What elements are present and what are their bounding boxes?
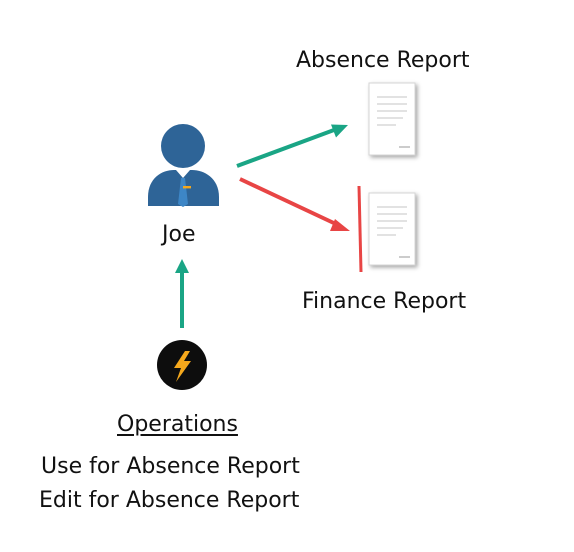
blocked-bar	[357, 185, 363, 273]
operation-item: Edit for Absence Report	[39, 488, 300, 513]
lightning-icon	[157, 340, 207, 390]
operations-heading: Operations	[117, 412, 238, 437]
allowed-arrow-up-to-joe	[175, 259, 189, 328]
finance-report-document-icon	[368, 192, 416, 266]
person-name: Joe	[162, 222, 196, 247]
operation-item: Use for Absence Report	[41, 454, 300, 479]
absence-report-document-icon	[368, 82, 416, 156]
finance-report-title: Finance Report	[302, 289, 467, 314]
user-icon	[148, 124, 219, 207]
allowed-arrow-to-absence-report	[236, 124, 348, 168]
absence-report-title: Absence Report	[296, 48, 470, 73]
denied-arrow-to-finance-report	[239, 177, 350, 231]
